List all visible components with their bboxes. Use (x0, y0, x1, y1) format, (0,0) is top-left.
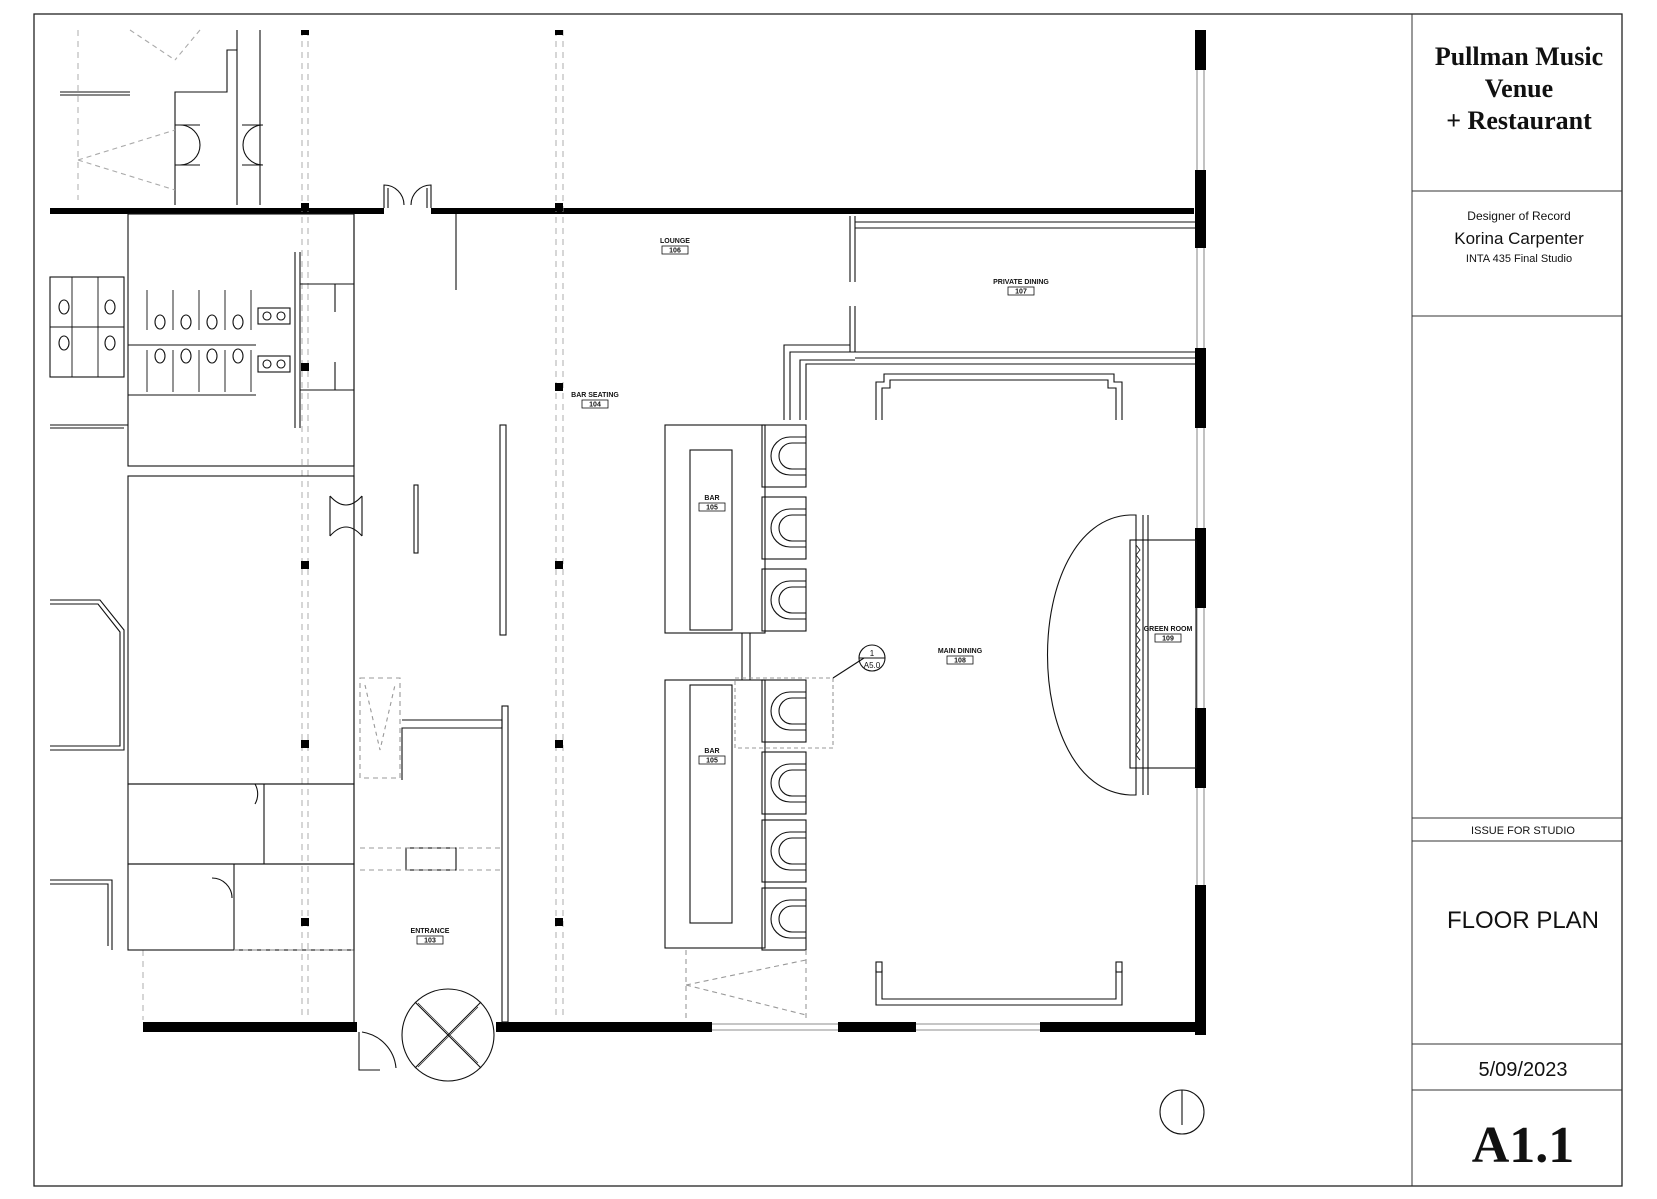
room-name: GREEN ROOM (1144, 626, 1193, 633)
project-title-line3: + Restaurant (1446, 106, 1592, 135)
room-name: BAR SEATING (571, 392, 619, 399)
room-private-dining: PRIVATE DINING 107 (993, 279, 1049, 296)
stage (1047, 514, 1197, 796)
room-green-room: GREEN ROOM 109 (1144, 626, 1193, 643)
room-number: 109 (1162, 636, 1174, 643)
designer-name: Korina Carpenter (1454, 229, 1584, 248)
bar-bottom-dashed (685, 950, 807, 1020)
project-title-line2: Venue (1485, 74, 1553, 103)
banquette-north (875, 373, 1123, 420)
room-main-dining: MAIN DINING 108 (938, 648, 983, 665)
booths (761, 424, 807, 951)
windows-east (712, 70, 1205, 1031)
north-door (383, 184, 432, 208)
floor-plan (49, 29, 1206, 1135)
structural-grid (77, 30, 564, 1020)
designer-caption: Designer of Record (1467, 209, 1570, 223)
bar-lower (664, 679, 766, 949)
bar-upper (664, 424, 766, 634)
room-number: 105 (706, 505, 718, 512)
sheet-border (33, 13, 1623, 1187)
restroom-block (49, 213, 355, 467)
room-labels: LOUNGE 106 PRIVATE DINING 107 BAR SEATIN… (411, 238, 1193, 945)
issue-date: 5/09/2023 (1479, 1059, 1568, 1081)
sheet-number: A1.1 (1472, 1117, 1575, 1174)
room-number: 106 (669, 248, 681, 255)
sheet-title: FLOOR PLAN (1447, 907, 1599, 934)
columns (301, 30, 563, 926)
room-number: 103 (424, 938, 436, 945)
title-block-text: Pullman Music Venue + Restaurant Designe… (1435, 42, 1603, 1174)
room-number: 104 (589, 402, 601, 409)
title-block (1411, 14, 1622, 1186)
room-name: LOUNGE (660, 238, 690, 245)
room-number: 108 (954, 658, 966, 665)
revolving-door-icon (358, 988, 495, 1082)
room-name: ENTRANCE (411, 928, 450, 935)
room-bar-upper: BAR 105 (698, 495, 726, 512)
room-name: BAR (704, 748, 719, 755)
room-lounge: LOUNGE 106 (660, 238, 690, 255)
room-number: 107 (1015, 289, 1027, 296)
banquette-south (875, 961, 1123, 1006)
corridor-door (329, 495, 363, 537)
issue-label: ISSUE FOR STUDIO (1471, 825, 1575, 837)
private-dining-walls (783, 216, 1195, 420)
room-number: 105 (706, 758, 718, 765)
section-cut-box (734, 677, 834, 749)
corridor (353, 214, 509, 1023)
room-name: PRIVATE DINING (993, 279, 1049, 286)
heavy-walls (50, 30, 1206, 1035)
room-name: MAIN DINING (938, 648, 983, 655)
project-title-line1: Pullman Music (1435, 42, 1603, 71)
course-name: INTA 435 Final Studio (1466, 253, 1572, 265)
room-entrance: ENTRANCE 103 (411, 928, 450, 945)
sink-icons (257, 307, 291, 373)
north-existing-area (60, 29, 264, 205)
toilet-icons (58, 299, 244, 364)
section-marker-sheet: A5.0 (864, 661, 881, 670)
room-bar-lower: BAR 105 (698, 748, 726, 765)
room-name: BAR (704, 495, 719, 502)
north-arrow-icon (1159, 1089, 1205, 1135)
room-bar-seating: BAR SEATING 104 (571, 392, 619, 409)
section-marker-number: 1 (870, 649, 875, 658)
